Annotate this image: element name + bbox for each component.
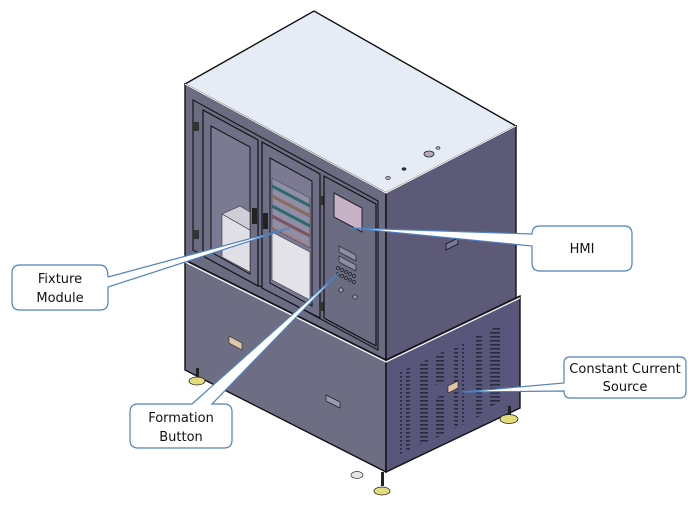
hinge [320, 302, 326, 311]
formation-button-grid[interactable] [336, 266, 356, 284]
top-hole-small [401, 167, 407, 171]
callout-hmi: HMI [349, 225, 633, 272]
constant-current-source-plate [447, 380, 459, 394]
base-label-plate [228, 335, 243, 351]
base-drawer-handle[interactable] [325, 394, 341, 409]
hmi-screen[interactable] [333, 192, 363, 233]
hinge [320, 196, 326, 205]
callout-text: Module [36, 291, 83, 306]
hinge [193, 122, 199, 131]
callout-fixture-module: Fixture Module [11, 227, 291, 311]
vent-grilles [400, 325, 500, 455]
callout-text: HMI [570, 242, 595, 257]
panel-knob[interactable] [352, 294, 358, 300]
top-hole-small [385, 176, 391, 180]
leveling-foot [188, 368, 206, 386]
leveling-foot [499, 406, 519, 424]
panel-knob[interactable] [338, 287, 344, 293]
callout-text: Constant Current [569, 362, 680, 377]
door-handle-right[interactable] [263, 213, 268, 229]
leveling-foot [373, 472, 391, 496]
callout-text: Formation [148, 411, 214, 426]
callout-constant-current-source: Constant Current Source [461, 356, 687, 399]
callout-text: Button [159, 430, 203, 445]
caster-wheel [350, 471, 364, 479]
top-hole-small [435, 146, 441, 150]
callout-formation-button: Formation Button [129, 271, 341, 449]
callout-text: Fixture [38, 272, 82, 287]
top-hole-large [423, 150, 435, 158]
hinge [193, 230, 199, 239]
callout-text: Source [603, 380, 648, 395]
side-handle[interactable] [445, 237, 459, 251]
door-handle-left[interactable] [252, 208, 257, 224]
